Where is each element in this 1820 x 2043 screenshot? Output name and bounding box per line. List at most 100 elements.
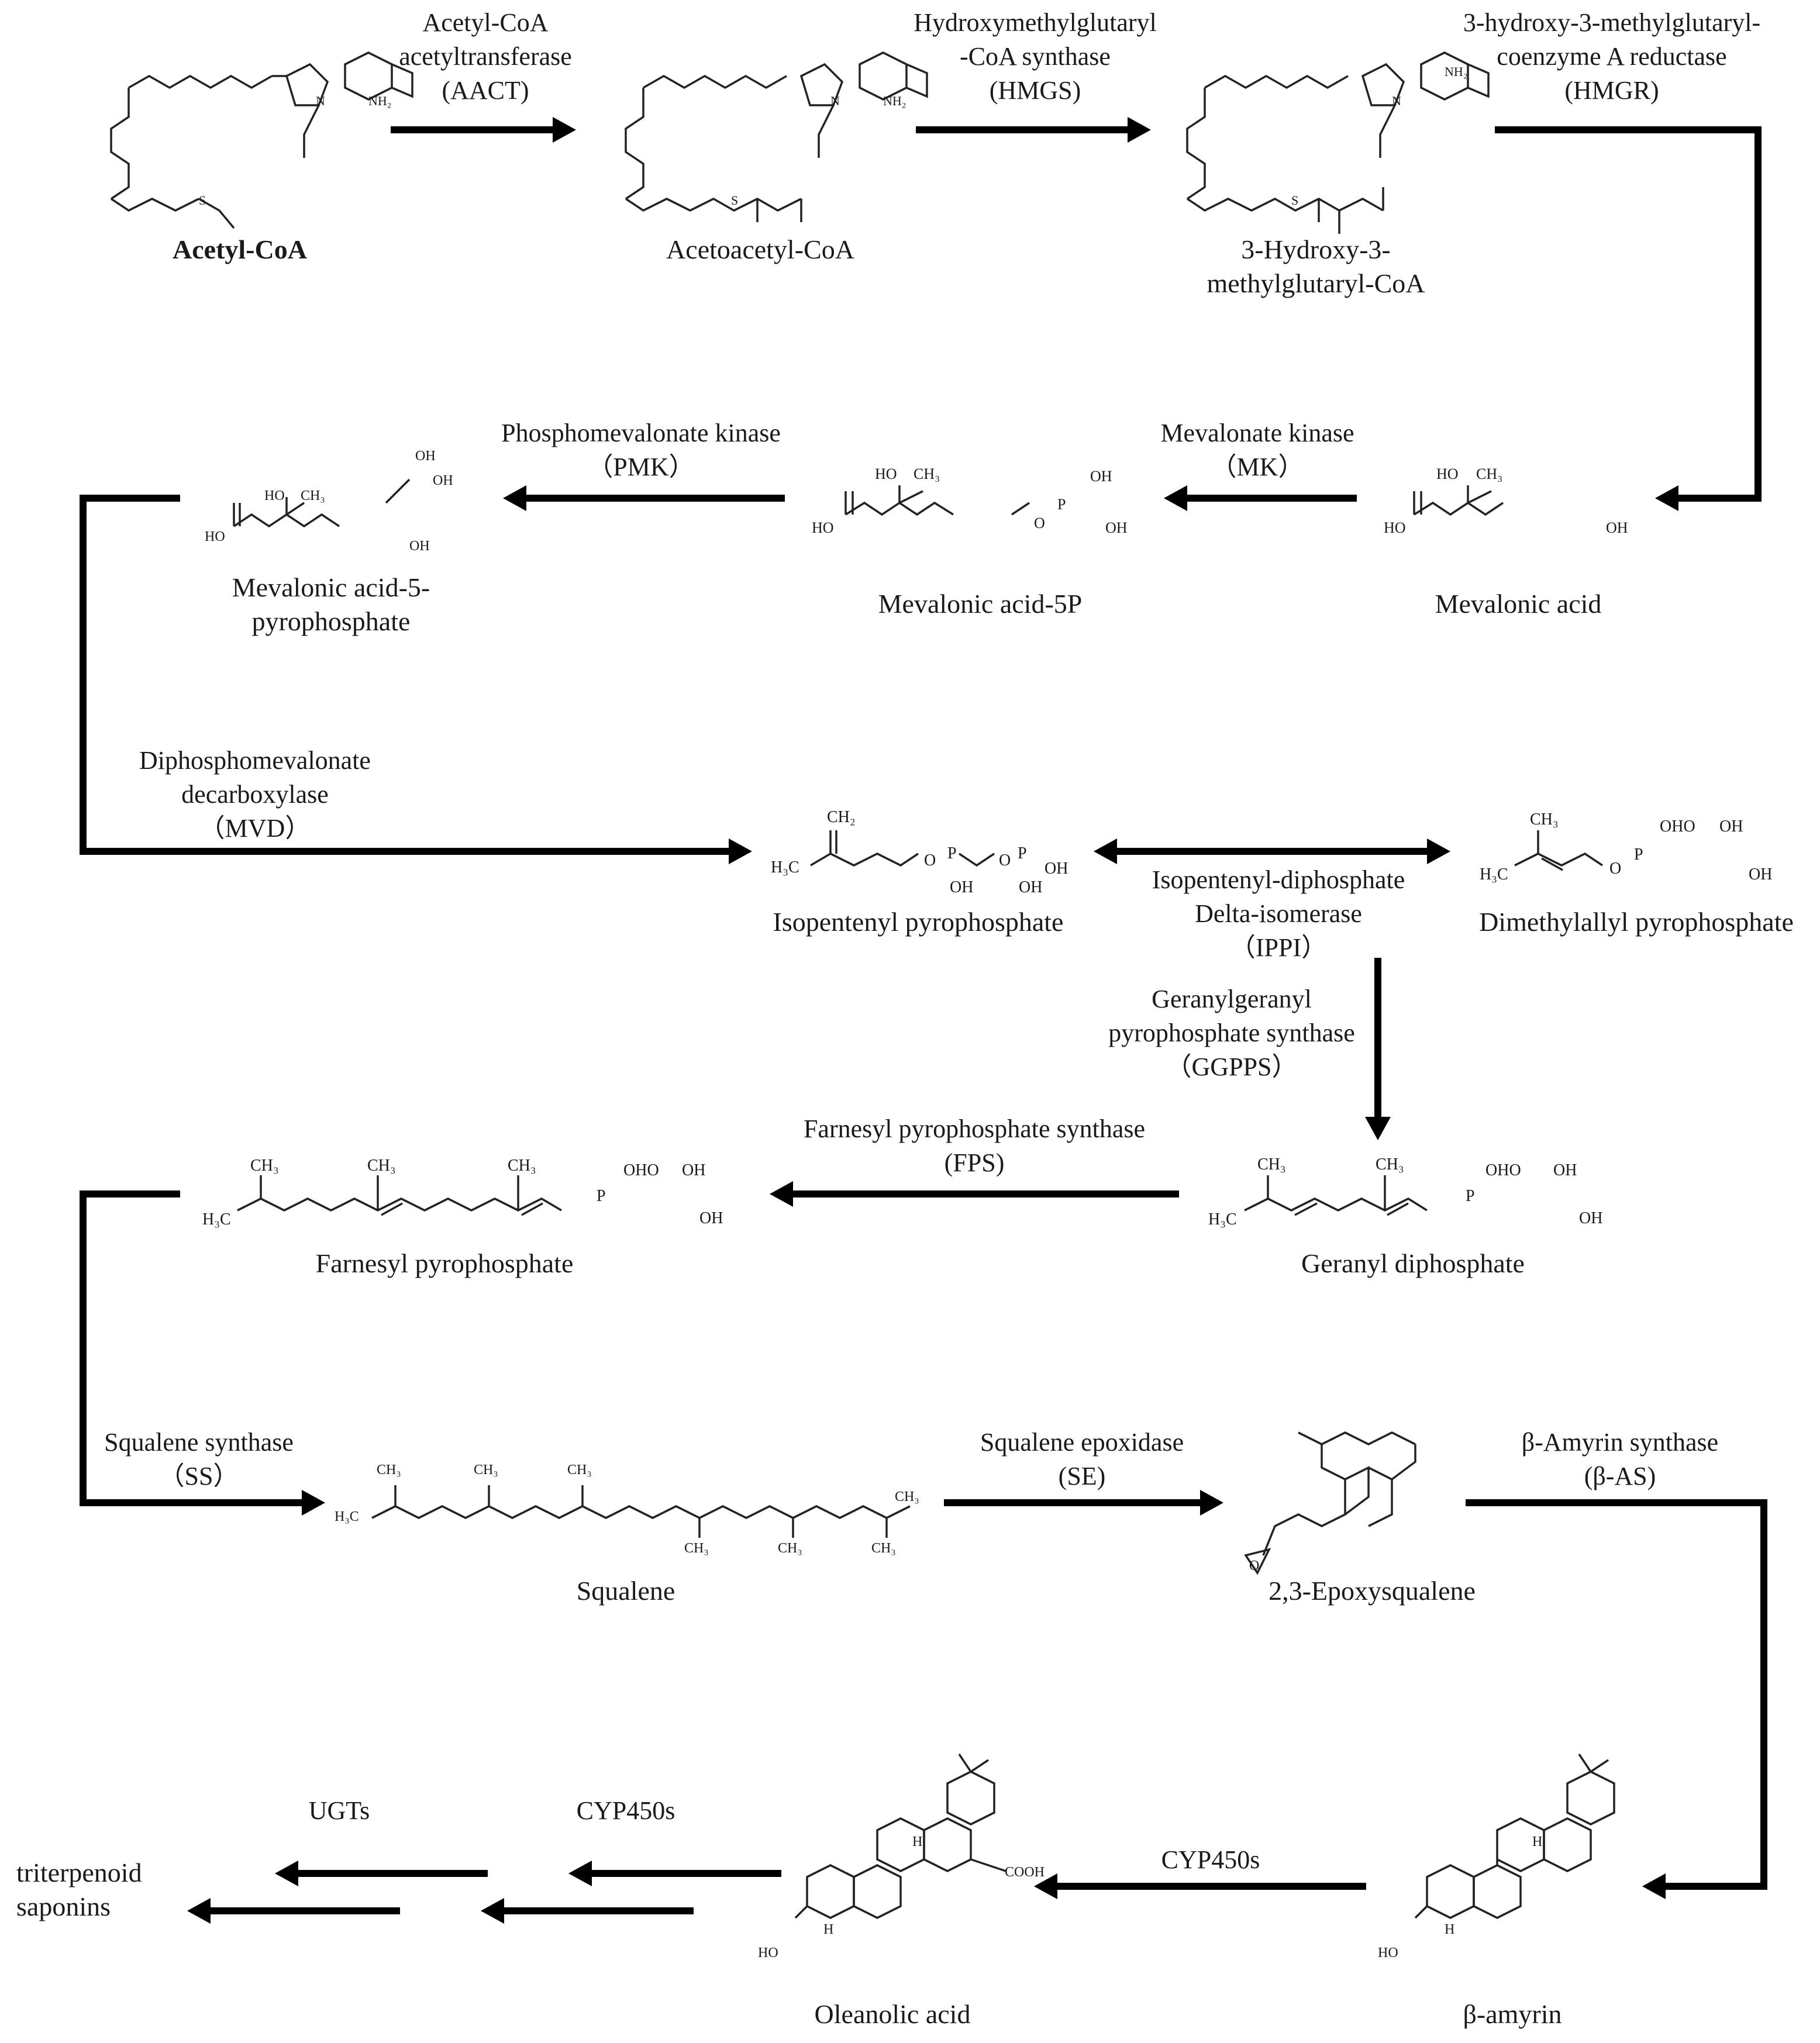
atom-label-o: O xyxy=(1249,1558,1260,1573)
arrow-hmgr xyxy=(1495,126,1762,511)
compound-acetoacetyl-coa-label: Acetoacetyl-CoA xyxy=(666,234,854,264)
atom-label-o: O xyxy=(1034,515,1045,532)
atom-label-oh: OH xyxy=(950,878,974,896)
compound-fpp-label: Farnesyl pyrophosphate xyxy=(315,1248,574,1278)
compound-hmg-coa-label: 3-Hydroxy-3- methylglutaryl-CoA xyxy=(1207,234,1425,298)
structure-mevalonic-acid xyxy=(1413,485,1504,516)
atom-label-oh: OH xyxy=(409,539,430,554)
atom-label-ch3: CH₃ xyxy=(567,1462,592,1478)
enzyme-se-label: Squalene epoxidase (SE) xyxy=(980,1428,1184,1490)
atom-label-p: P xyxy=(947,844,957,862)
compound-gpp-label: Geranyl diphosphate xyxy=(1301,1248,1525,1278)
arrow-aact xyxy=(391,117,576,143)
atom-label-ch3: CH₃ xyxy=(895,1489,919,1504)
atom-label-p: P xyxy=(1634,846,1643,864)
enzyme-cyp450s-label-2: CYP450s xyxy=(576,1796,675,1825)
structure-acetoacetyl-coa xyxy=(625,51,928,222)
atom-label-h3c: H₃C xyxy=(1480,865,1508,884)
atom-label-ch3: CH₃ xyxy=(508,1157,536,1175)
enzyme-ippi-label: Isopentenyl-diphosphate Delta-isomerase … xyxy=(1152,865,1405,962)
atom-label-ch2: CH₂ xyxy=(827,808,856,826)
structure-mevalonic-acid-5p xyxy=(844,485,1030,516)
compound-mevalonic-acid-label: Mevalonic acid xyxy=(1435,589,1602,619)
structure-oleanolic-acid xyxy=(794,1754,1006,1919)
structure-mevalonic-acid-5pp xyxy=(233,478,411,528)
compound-dmapp-label: Dimethylallyl pyrophosphate xyxy=(1479,907,1794,937)
atom-label-ch3: CH₃ xyxy=(914,465,940,482)
atom-label-ch3: CH₃ xyxy=(250,1157,279,1175)
atom-label-oh: OH xyxy=(1719,817,1743,836)
arrow-fps xyxy=(770,1181,1179,1207)
structure-ipp xyxy=(810,830,995,867)
atom-label-ho: HO xyxy=(1384,519,1406,536)
structure-gpp xyxy=(1244,1175,1428,1216)
atom-label-nh2: NH₂ xyxy=(1445,64,1468,79)
atom-label-ho: HO xyxy=(875,465,897,482)
atom-label-ho: HO xyxy=(205,529,225,544)
atom-label-nh2: NH₂ xyxy=(883,94,906,108)
atom-label-o: O xyxy=(924,851,936,869)
compound-mevalonic-acid-5pp-label: Mevalonic acid-5- pyrophosphate xyxy=(232,572,430,636)
arrow-se xyxy=(944,1490,1223,1516)
atom-label-p: P xyxy=(1466,1187,1475,1205)
arrow-ugts-b xyxy=(187,1898,400,1924)
atom-label-ch3: CH₃ xyxy=(778,1541,802,1556)
atom-label-h3c: H₃C xyxy=(771,858,799,876)
arrow-pmk xyxy=(503,485,785,511)
structure-acetyl-coa xyxy=(110,51,413,229)
atom-label-p: P xyxy=(1018,844,1027,862)
atom-label-n: N xyxy=(316,94,325,108)
atom-label-o: O xyxy=(1609,860,1622,878)
atom-label-h3c: H₃C xyxy=(1208,1210,1237,1228)
atom-label-ho: HO xyxy=(264,488,285,503)
compound-beta-amyrin-label: β-amyrin xyxy=(1463,1999,1562,2029)
atom-label-ho: HO xyxy=(758,1945,778,1961)
atom-label-ch3: CH₃ xyxy=(684,1541,709,1556)
atom-label-h3c: H₃C xyxy=(202,1210,231,1228)
atom-label-oh: OH xyxy=(682,1161,706,1179)
atom-label-h: H xyxy=(823,1922,834,1937)
compound-squalene-label: Squalene xyxy=(576,1576,675,1606)
enzyme-fps-label: Farnesyl pyrophosphate synthase (FPS) xyxy=(803,1114,1146,1177)
atom-label-ch3: CH₃ xyxy=(377,1462,401,1478)
atom-label-cooh: COOH xyxy=(1005,1865,1045,1880)
atom-label-oh: OH xyxy=(1553,1161,1577,1179)
atom-label-oh: OH xyxy=(433,473,453,488)
atom-label-p: P xyxy=(597,1187,606,1205)
structure-fpp xyxy=(237,1175,562,1216)
structure-hmg-coa xyxy=(1186,51,1490,234)
atom-label-ch3: CH₃ xyxy=(474,1462,498,1478)
atom-label-ch3: CH₃ xyxy=(367,1157,396,1175)
atom-label-oh: OH xyxy=(1579,1209,1603,1227)
atom-label-p: P xyxy=(1057,496,1066,513)
arrow-mk xyxy=(1164,485,1357,511)
atom-label-h: H xyxy=(1445,1922,1455,1937)
structure-epoxysqualene xyxy=(1244,1431,1416,1575)
atom-label-ho: HO xyxy=(812,519,834,536)
enzyme-mvd-label: Diphosphomevalonate decarboxylase （MVD） xyxy=(139,746,371,843)
atom-label-s: S xyxy=(731,193,739,208)
compound-oleanolic-acid-label: Oleanolic acid xyxy=(814,1999,971,2029)
atom-label-ch3: CH₃ xyxy=(1376,1155,1404,1174)
arrow-cyp450s-1 xyxy=(1034,1873,1366,1899)
arrow-cyp450s-2a xyxy=(568,1861,781,1886)
atom-label-ch3: CH₃ xyxy=(1476,465,1503,482)
compound-epoxysqualene-label: 2,3-Epoxysqualene xyxy=(1269,1576,1476,1606)
atom-label-oh: OH xyxy=(1749,865,1773,884)
atom-label-ch3: CH₃ xyxy=(871,1541,896,1556)
compound-saponins-label: triterpenoid saponins xyxy=(16,1858,142,1921)
arrow-bas xyxy=(1466,1499,1767,1899)
structure-beta-amyrin xyxy=(1414,1754,1615,1919)
atom-label-h: H xyxy=(912,1834,923,1849)
atom-label-oho: OHO xyxy=(623,1161,659,1179)
compound-acetyl-coa-label: Acetyl-CoA xyxy=(173,234,307,264)
atom-label-ch3: CH₃ xyxy=(1530,810,1559,829)
enzyme-hmgs-label: Hydroxymethylglutaryl -CoA synthase (HMG… xyxy=(914,8,1157,105)
enzyme-mk-label: Mevalonate kinase （MK） xyxy=(1160,419,1354,481)
atom-label-oh: OH xyxy=(1105,519,1128,536)
structure-squalene xyxy=(371,1485,911,1538)
arrow-mvd xyxy=(80,495,752,864)
atom-label-n: N xyxy=(1392,94,1401,108)
